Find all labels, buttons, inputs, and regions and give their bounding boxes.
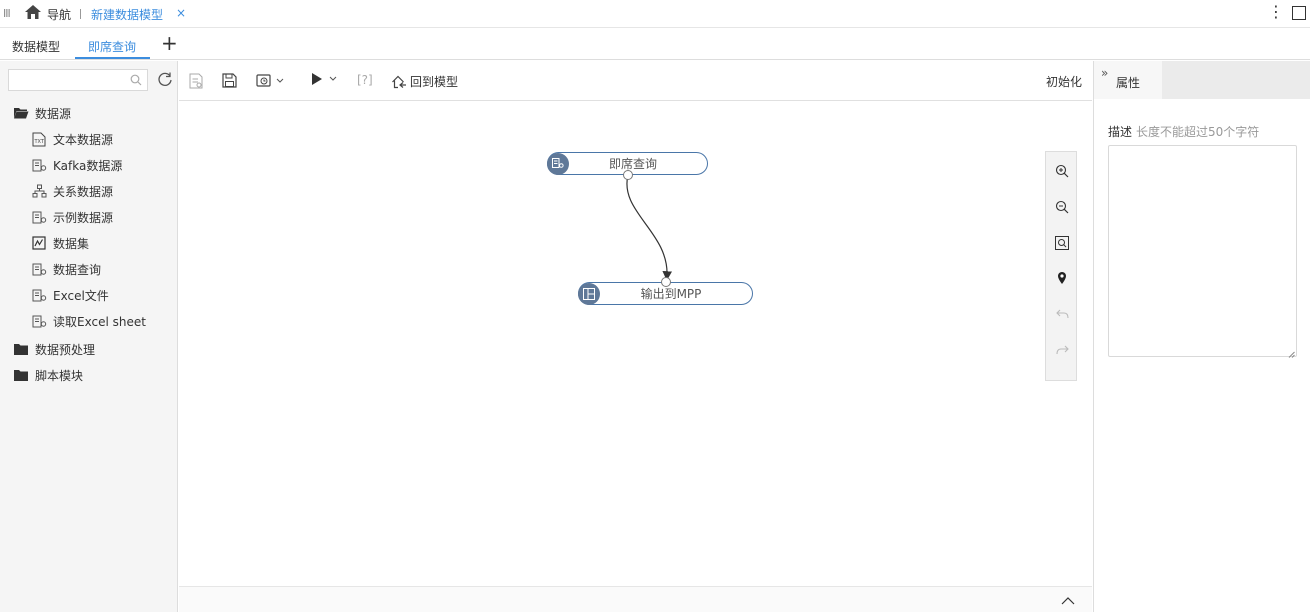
top-bar: III 导航 新建数据模型 × ⋮ xyxy=(0,0,1310,28)
description-title: 描述 xyxy=(1108,125,1133,139)
datasource-node-icon xyxy=(547,152,569,175)
toolbar: [?] 回到模型 初始化 xyxy=(179,61,1092,101)
canvas-toolbox xyxy=(1045,151,1077,381)
zoom-out-icon[interactable] xyxy=(1054,199,1070,215)
refresh-icon[interactable] xyxy=(157,71,173,90)
tree-label: 示例数据源 xyxy=(53,210,114,225)
svg-text:TXT: TXT xyxy=(34,139,45,145)
tree-label: 数据预处理 xyxy=(35,342,96,357)
tree-label: Excel文件 xyxy=(53,288,109,303)
datasource-icon xyxy=(31,287,47,303)
divider xyxy=(80,9,81,19)
node-label: 输出到MPP xyxy=(640,287,702,301)
tree-item-data-query[interactable]: 数据查询 xyxy=(31,259,101,279)
save-icon[interactable] xyxy=(222,73,237,88)
resize-grip-icon[interactable] xyxy=(1288,347,1295,361)
component-tree-panel: 数据源 TXT 文本数据源 Kafka数据源 关系数据源 示例数据源 数据集 xyxy=(0,61,178,612)
redo-icon[interactable] xyxy=(1054,342,1070,358)
description-label: 描述长度不能超过50个字符 xyxy=(1108,123,1259,140)
chevron-down-icon xyxy=(276,78,284,83)
input-port[interactable] xyxy=(661,277,671,287)
tree-folder-preprocessing[interactable]: 数据预处理 xyxy=(13,339,95,359)
properties-header: » 属性 xyxy=(1094,61,1310,99)
tree-label: 关系数据源 xyxy=(53,184,114,199)
node-label: 即席查询 xyxy=(608,157,657,171)
add-tab-button[interactable]: + xyxy=(161,31,178,55)
tree-label: 数据查询 xyxy=(53,262,102,277)
datasource-icon xyxy=(31,157,47,173)
node-adhoc-query[interactable]: 即席查询 xyxy=(547,152,708,175)
output-node-icon xyxy=(578,282,600,305)
tab-properties[interactable]: » 属性 xyxy=(1094,61,1162,99)
folder-open-icon xyxy=(13,105,29,121)
tree-label: Kafka数据源 xyxy=(53,158,123,173)
tree-label: 数据集 xyxy=(53,236,90,251)
back-to-model-label: 回到模型 xyxy=(410,75,459,89)
tree-item-excel-file[interactable]: Excel文件 xyxy=(31,285,109,305)
tree-item-sample-datasource[interactable]: 示例数据源 xyxy=(31,207,113,227)
tree-folder-script-modules[interactable]: 脚本模块 xyxy=(13,365,83,385)
grip-icon[interactable]: III xyxy=(3,7,11,20)
work-area: [?] 回到模型 初始化 即席查询 输出到MPP xyxy=(179,61,1092,612)
output-port[interactable] xyxy=(623,170,633,180)
tab-adhoc-query[interactable]: 即席查询 xyxy=(88,40,137,54)
help-bracket-button[interactable]: [?] xyxy=(357,73,373,87)
tree-label: 脚本模块 xyxy=(35,368,84,383)
folder-icon xyxy=(13,341,29,357)
undo-icon[interactable] xyxy=(1054,306,1070,322)
connector-layer xyxy=(626,174,673,281)
initialize-button[interactable]: 初始化 xyxy=(1046,75,1083,89)
properties-icon[interactable] xyxy=(189,73,203,89)
maximize-icon[interactable] xyxy=(1292,6,1306,20)
active-tab-indicator xyxy=(75,57,150,59)
tree-item-relational-datasource[interactable]: 关系数据源 xyxy=(31,181,113,201)
folder-icon xyxy=(13,367,29,383)
description-hint: 长度不能超过50个字符 xyxy=(1136,125,1260,139)
close-tab-icon[interactable]: × xyxy=(176,6,187,20)
more-menu-icon[interactable]: ⋮ xyxy=(1268,2,1284,21)
zoom-in-icon[interactable] xyxy=(1054,163,1070,179)
search-box[interactable] xyxy=(8,69,148,91)
search-icon[interactable] xyxy=(130,74,142,89)
collapse-panel-icon[interactable]: » xyxy=(1101,66,1109,80)
edge-connector[interactable] xyxy=(626,174,673,281)
fit-view-icon[interactable] xyxy=(1054,235,1070,251)
sub-tab-bar: 数据模型 即席查询 + xyxy=(0,29,1310,60)
tab-data-model[interactable]: 数据模型 xyxy=(12,40,61,54)
bottom-drawer-bar xyxy=(179,586,1092,612)
chevron-up-icon[interactable] xyxy=(1061,594,1075,608)
datasource-icon xyxy=(31,313,47,329)
tab-new-data-model[interactable]: 新建数据模型 xyxy=(91,8,164,22)
tree-folder-datasource[interactable]: 数据源 xyxy=(13,103,71,123)
schedule-dropdown[interactable] xyxy=(256,73,284,88)
datasource-icon xyxy=(31,209,47,225)
back-to-model-button[interactable]: 回到模型 xyxy=(391,73,458,90)
relation-icon xyxy=(31,183,47,199)
properties-tab-label: 属性 xyxy=(1116,76,1141,90)
datasource-icon xyxy=(31,261,47,277)
text-file-icon: TXT xyxy=(31,131,47,147)
tree-label: 读取Excel sheet xyxy=(53,314,146,329)
tree-item-read-excel-sheet[interactable]: 读取Excel sheet xyxy=(31,311,146,331)
nav-label[interactable]: 导航 xyxy=(47,8,72,22)
flow-canvas[interactable]: 即席查询 输出到MPP xyxy=(179,102,1092,586)
tree-item-kafka-datasource[interactable]: Kafka数据源 xyxy=(31,155,122,175)
locate-icon[interactable] xyxy=(1054,270,1070,286)
properties-panel: » 属性 描述长度不能超过50个字符 xyxy=(1093,61,1310,612)
tree-label: 文本数据源 xyxy=(53,132,114,147)
search-input[interactable] xyxy=(13,70,128,90)
description-field[interactable] xyxy=(1108,145,1297,357)
tree-label: 数据源 xyxy=(35,106,72,121)
tree-item-text-datasource[interactable]: TXT 文本数据源 xyxy=(31,129,113,149)
home-icon[interactable] xyxy=(24,4,42,23)
chevron-down-icon xyxy=(329,76,337,81)
run-dropdown[interactable] xyxy=(311,72,337,86)
dataset-icon xyxy=(31,235,47,251)
tree-item-dataset[interactable]: 数据集 xyxy=(31,233,89,253)
